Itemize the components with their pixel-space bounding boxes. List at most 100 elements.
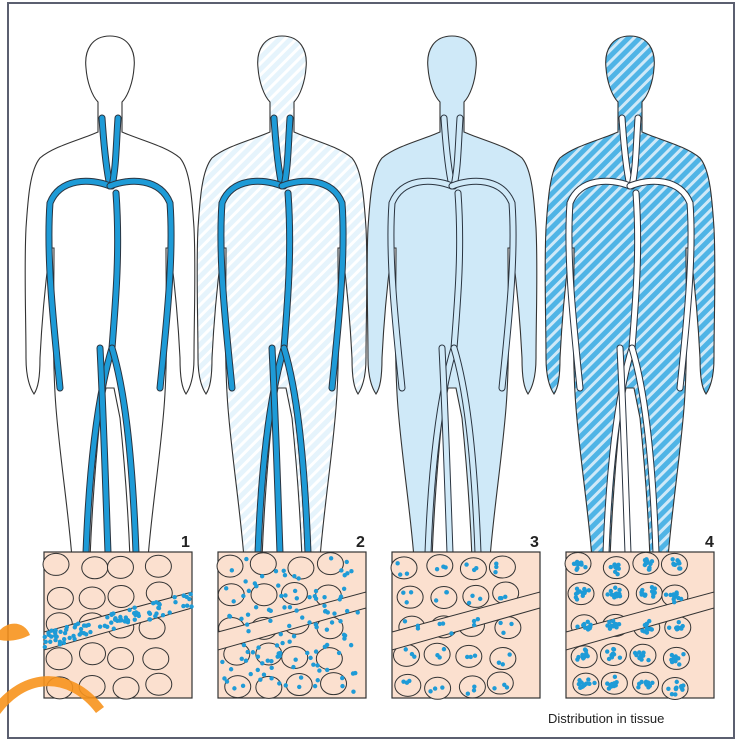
drug-dot xyxy=(641,653,645,657)
drug-dot xyxy=(274,569,278,573)
tissue-cell xyxy=(391,557,417,579)
drug-dot xyxy=(472,684,476,688)
drug-dot xyxy=(587,682,591,686)
drug-dot xyxy=(501,662,505,666)
drug-dot xyxy=(260,574,264,578)
drug-dot xyxy=(345,609,349,613)
tissue-cell xyxy=(108,586,134,608)
drug-dot xyxy=(472,568,476,572)
drug-dot xyxy=(648,562,652,566)
drug-dot xyxy=(325,668,329,672)
drug-dot xyxy=(188,592,192,596)
drug-dot xyxy=(472,619,476,623)
drug-dot xyxy=(239,617,243,621)
drug-dot xyxy=(292,574,296,578)
drug-dot xyxy=(189,604,193,608)
drug-dot xyxy=(612,681,616,685)
drug-dot xyxy=(111,611,115,615)
tissue-cell xyxy=(108,648,134,670)
drug-dot xyxy=(493,570,497,574)
drug-dot xyxy=(607,686,611,690)
drug-dot xyxy=(277,681,281,685)
tissue-cell xyxy=(487,672,513,694)
drug-dot xyxy=(342,636,346,640)
drug-dot xyxy=(133,617,137,621)
drug-dot xyxy=(283,573,287,577)
drug-dot xyxy=(297,685,301,689)
drug-dot xyxy=(607,620,611,624)
drug-dot xyxy=(342,587,346,591)
drug-dot xyxy=(296,576,300,580)
drug-dot xyxy=(244,557,248,561)
drug-dot xyxy=(502,683,506,687)
drug-dot xyxy=(246,650,250,654)
drug-dot xyxy=(342,633,346,637)
tissue-cell xyxy=(427,555,453,577)
tissue-cell xyxy=(217,555,243,577)
drug-dot xyxy=(592,681,596,685)
drug-dot xyxy=(242,643,246,647)
drug-dot xyxy=(313,684,317,688)
drug-dot xyxy=(253,581,257,585)
tissue-cell xyxy=(113,677,139,699)
drug-dot xyxy=(349,569,353,573)
drug-dot xyxy=(173,600,177,604)
drug-dot xyxy=(498,621,502,625)
drug-dot xyxy=(349,643,353,647)
panel-1-number: 1 xyxy=(181,534,190,552)
drug-dot xyxy=(132,611,136,615)
drug-dot xyxy=(401,591,405,595)
drug-dot xyxy=(269,666,273,670)
tissue-sample-4 xyxy=(565,552,714,699)
drug-dot xyxy=(575,597,579,601)
drug-dot xyxy=(670,557,674,561)
drug-dot xyxy=(299,675,303,679)
drug-dot xyxy=(449,631,453,635)
drug-dot xyxy=(645,630,649,634)
drug-dot xyxy=(472,623,476,627)
drug-dot xyxy=(572,562,576,566)
drug-dot xyxy=(405,571,409,575)
drug-dot xyxy=(187,597,191,601)
drug-dot xyxy=(249,672,253,676)
drug-dot xyxy=(440,685,444,689)
drug-dot xyxy=(443,565,447,569)
drug-dot xyxy=(118,615,122,619)
drug-dot xyxy=(581,682,585,686)
drug-dot xyxy=(416,624,420,628)
drug-dot xyxy=(256,655,260,659)
drug-dot xyxy=(300,615,304,619)
drug-dot xyxy=(509,622,513,626)
drug-dot xyxy=(582,587,586,591)
drug-dot xyxy=(241,684,245,688)
drug-dot xyxy=(605,592,609,596)
drug-dot xyxy=(345,560,349,564)
drug-dot xyxy=(315,663,319,667)
drug-dot xyxy=(311,662,315,666)
drug-dot xyxy=(262,673,266,677)
tissue-sample-3 xyxy=(391,552,540,699)
tissue-cell xyxy=(395,674,421,696)
drug-dot xyxy=(127,608,131,612)
tissue-cell xyxy=(397,586,423,608)
drug-dot xyxy=(613,675,617,679)
panel-3-number: 3 xyxy=(530,534,539,552)
drug-dot xyxy=(403,619,407,623)
drug-dot xyxy=(240,657,244,661)
drug-dot xyxy=(222,676,226,680)
tissue-cell xyxy=(145,555,171,577)
drug-dot xyxy=(279,632,283,636)
drug-dot xyxy=(291,665,295,669)
drug-dot xyxy=(325,643,329,647)
drug-dot xyxy=(472,688,476,692)
drug-dot xyxy=(434,598,438,602)
drug-dot xyxy=(466,692,470,696)
drug-dot xyxy=(326,610,330,614)
body-figure-1 xyxy=(25,36,195,558)
drug-dot xyxy=(675,680,679,684)
drug-dot xyxy=(275,643,279,647)
drug-dot xyxy=(609,589,613,593)
drug-dot xyxy=(338,619,342,623)
drug-dot xyxy=(613,586,617,590)
drug-dot xyxy=(586,677,590,681)
